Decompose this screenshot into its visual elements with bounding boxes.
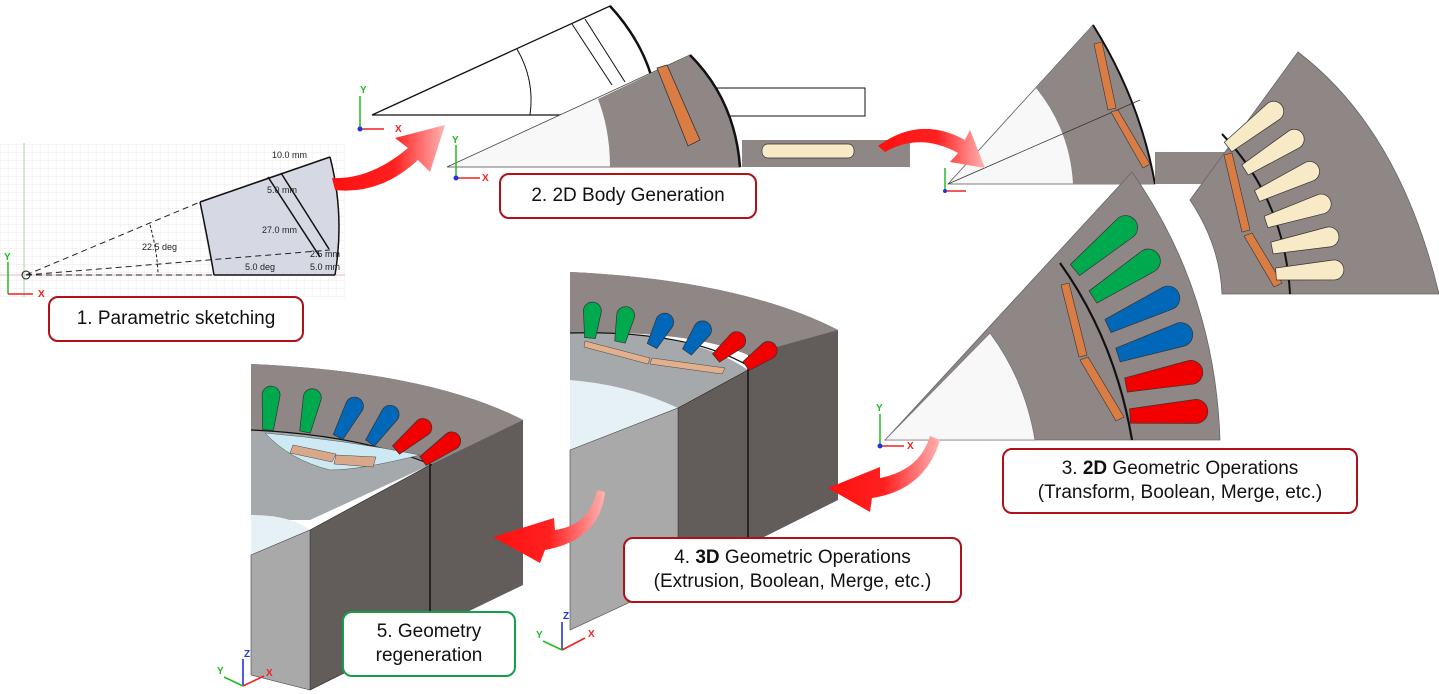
- coil-3d: [365, 405, 400, 447]
- svg-text:X: X: [395, 124, 402, 135]
- geometric-ops-3d-panel: Z X Y: [536, 272, 838, 651]
- coil-phase-slot: [1088, 248, 1161, 304]
- coil-3d: [583, 301, 602, 339]
- coil-3d: [614, 306, 635, 344]
- arrow-step1-to-2-icon: [332, 125, 445, 191]
- coil-3d: [682, 320, 712, 356]
- svg-text:Z: Z: [244, 649, 250, 660]
- svg-text:X: X: [482, 173, 489, 184]
- coil-slot: [1270, 226, 1340, 255]
- coil-3d: [646, 312, 675, 349]
- arrow-step3-to-4-icon: [828, 436, 940, 512]
- step-5-label: 5. Geometry regeneration: [342, 611, 516, 677]
- coil-slot: [1263, 193, 1332, 229]
- dim-bottom-width: 5.0 mm: [310, 262, 340, 272]
- axis-triad-xy-icon: Y X Y X: [357, 85, 489, 184]
- coil-3d: [742, 341, 778, 371]
- axis-triad-xyz-icon: Z X Y: [536, 611, 595, 651]
- axis-triad-xyz-icon: Z X Y: [217, 649, 273, 687]
- step-4-label: 4. 3D Geometric Operations (Extrusion, B…: [623, 537, 962, 603]
- coil-3d: [419, 431, 461, 466]
- svg-text:X: X: [588, 629, 595, 640]
- dim-magnet-width: 5.0 mm: [267, 185, 297, 195]
- sketch-panel: 22.5 deg 5.0 deg 27.0 mm 10.0 mm 5.0 mm …: [0, 143, 345, 300]
- svg-text:Z: Z: [563, 611, 569, 622]
- body-generation-panel: Y X Y X: [357, 5, 910, 184]
- dim-slot-top: 10.0 mm: [272, 150, 307, 160]
- step-3-label: 3. 2D Geometric Operations (Transform, B…: [1002, 448, 1358, 514]
- arrow-step2-to-3-icon: [878, 128, 985, 168]
- coil-slot: [1223, 101, 1284, 153]
- coil-3d: [299, 388, 322, 434]
- coil-3d: [392, 418, 433, 455]
- svg-text:Y: Y: [4, 252, 11, 263]
- coil-phase-slot: [1124, 360, 1204, 393]
- svg-text:X: X: [38, 289, 45, 300]
- svg-text:Y: Y: [360, 85, 367, 96]
- svg-text:Y: Y: [876, 403, 883, 414]
- coil-phase-slot: [1115, 322, 1194, 363]
- geometry-regeneration-panel: Z X Y: [217, 364, 523, 691]
- axis-triad-xy-icon: Y X: [4, 252, 45, 300]
- dim-angle-total: 22.5 deg: [142, 242, 177, 252]
- coil-phase-slot: [1104, 285, 1181, 333]
- coil-3d: [712, 331, 746, 363]
- svg-text:Y: Y: [536, 630, 543, 641]
- coil-3d: [261, 385, 281, 431]
- coil-3d: [332, 396, 364, 440]
- arrow-step4-to-5-icon: [493, 490, 605, 563]
- coil-slot: [1241, 128, 1305, 176]
- coil-slot: [1275, 259, 1345, 281]
- step-2-label: 2. 2D Body Generation: [499, 173, 757, 219]
- svg-text:Y: Y: [217, 666, 224, 677]
- coil-slot: [1254, 161, 1320, 202]
- coil-phase-slot: [1129, 399, 1209, 424]
- dim-magnet-length: 27.0 mm: [262, 225, 297, 235]
- svg-text:X: X: [266, 668, 273, 679]
- step-1-label: 1. Parametric sketching: [48, 296, 304, 342]
- axis-triad-xy-icon: Y X: [876, 168, 966, 452]
- dim-angle-offset: 5.0 deg: [245, 262, 275, 272]
- dim-bridge: 2.5 mm: [310, 249, 340, 259]
- geometric-ops-2d-panel: Y X: [876, 24, 1439, 452]
- svg-text:X: X: [907, 441, 914, 452]
- coil-phase-slot: [1069, 215, 1138, 276]
- svg-text:Y: Y: [452, 135, 459, 146]
